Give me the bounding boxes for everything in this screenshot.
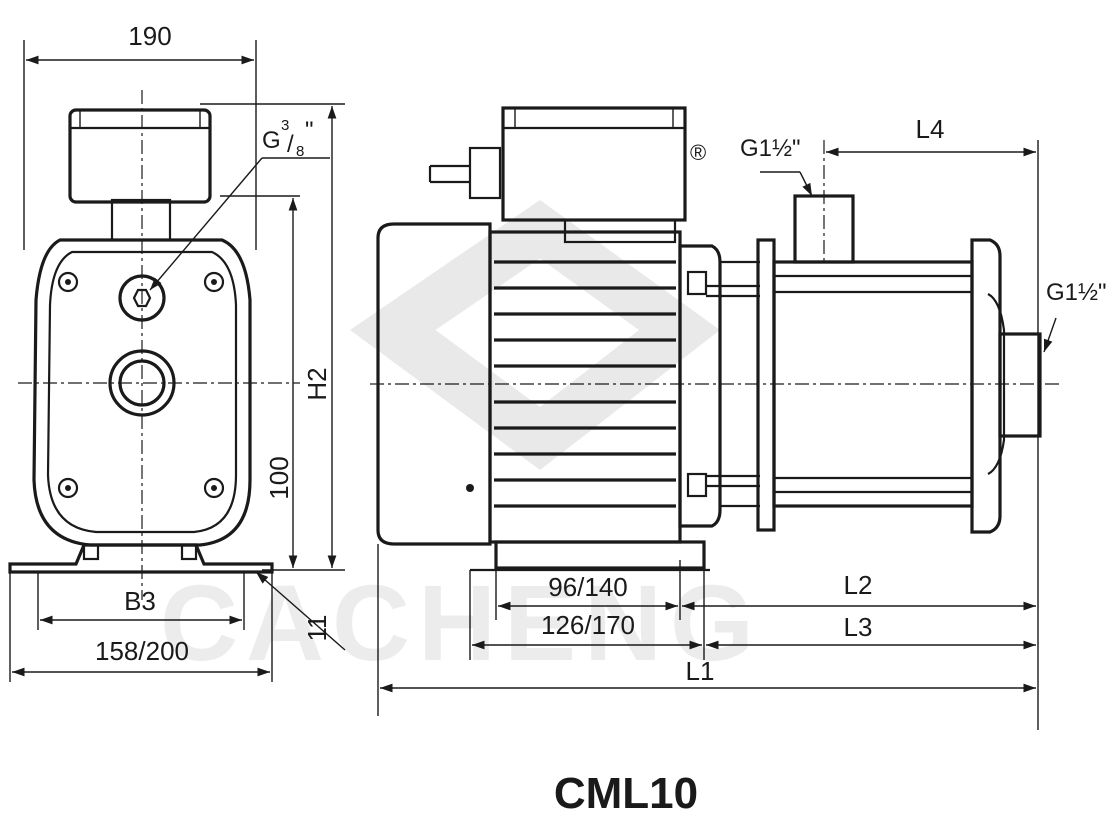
inlet-thread-slash: / (287, 131, 294, 158)
end-inlet-port (998, 332, 1042, 438)
inlet-thread-g: G (262, 127, 281, 154)
front-terminal-box (68, 108, 212, 204)
port-offset-dimension-l4: L4 (916, 114, 945, 144)
side-view: ® (370, 106, 1107, 730)
front-base-plate (8, 543, 274, 574)
pump-head-flange (756, 238, 776, 532)
model-title: CML10 (554, 769, 698, 818)
end-flange (970, 238, 1002, 534)
side-terminal-box (501, 106, 687, 222)
front-pump-body (32, 238, 252, 547)
inlet-thread-quote: " (305, 117, 314, 144)
base-width-dimension: 158/200 (95, 636, 189, 666)
foot-spacing-dimension-b3: B3 (124, 586, 156, 616)
cable-gland (468, 146, 502, 200)
base-length-dimension: 126/170 (541, 610, 635, 640)
inlet-thread-sub: 8 (296, 143, 304, 160)
dimension-l1: L1 (686, 656, 715, 686)
dimension-l3: L3 (844, 612, 873, 642)
side-base-plate (494, 540, 706, 570)
end-port-thread: G1½" (1046, 279, 1107, 306)
foot-thickness-dimension-11: 11 (302, 615, 332, 642)
watermark-text: CACHENG (160, 562, 762, 683)
inlet-thread-sup: 3 (281, 117, 289, 134)
front-view: 190 G 3 / 8 " (8, 21, 346, 682)
fan-cover (376, 222, 492, 546)
height-dimension-h2: H2 (302, 367, 332, 400)
axis-height-dimension-100: 100 (264, 456, 294, 499)
width-dimension-190: 190 (128, 21, 171, 51)
registered-mark: ® (690, 140, 706, 165)
cooling-fins (494, 260, 676, 508)
foot-length-dimension: 96/140 (548, 572, 628, 602)
dimension-l2: L2 (844, 570, 873, 600)
top-port-thread: G1½" (740, 135, 801, 162)
